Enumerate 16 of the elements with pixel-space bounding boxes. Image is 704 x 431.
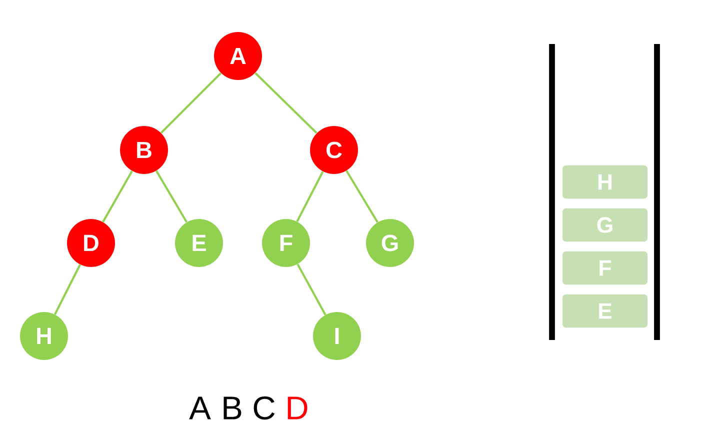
- tree-edge: [54, 264, 82, 315]
- stack-item-box: E: [562, 294, 648, 328]
- traversal-letter: A: [189, 396, 211, 420]
- traversal-letter: B: [224, 396, 242, 420]
- tree-edge: [346, 170, 378, 223]
- stack-item-box: H: [562, 165, 648, 199]
- tree-edge: [254, 72, 318, 134]
- tree-edge: [155, 170, 188, 223]
- tree-edge: [296, 264, 326, 316]
- traversal-letter: C: [254, 396, 275, 420]
- tree-edge: [160, 72, 222, 134]
- stack-item-box: F: [562, 251, 648, 285]
- traversal-letter: D: [288, 396, 308, 420]
- tree-edge: [296, 171, 324, 222]
- tree-edge: [102, 170, 133, 222]
- stack-item-box: G: [562, 208, 648, 242]
